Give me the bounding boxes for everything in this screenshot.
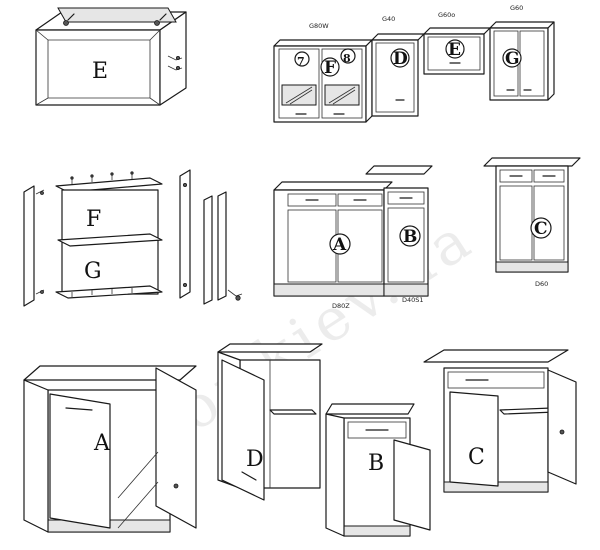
marker-e: E bbox=[448, 40, 461, 60]
model-label-d60: D60 bbox=[535, 280, 548, 288]
model-label-g60o: G60o bbox=[438, 11, 455, 19]
marker-g: G bbox=[505, 49, 520, 69]
model-label-d40s1: D40S1 bbox=[402, 296, 424, 304]
label-b-open: B bbox=[368, 451, 384, 476]
label-d-open: D bbox=[246, 447, 264, 472]
label-c-open: C bbox=[468, 445, 485, 470]
wall-cabinet-set: G80W G40 G60o G60 7 F 8 D E bbox=[273, 4, 555, 123]
model-label-g40: G40 bbox=[382, 15, 395, 23]
label-e-assembly: E bbox=[92, 59, 108, 84]
marker-a: A bbox=[332, 235, 347, 255]
open-cabinet-d: D bbox=[217, 343, 323, 501]
model-label-g80w: G80W bbox=[309, 22, 329, 30]
marker-f: F bbox=[324, 58, 336, 78]
model-label-d80z: D80Z bbox=[332, 302, 350, 310]
marker-b: B bbox=[403, 227, 417, 247]
marker-8: 8 bbox=[343, 52, 351, 65]
open-cabinet-a: A bbox=[23, 365, 197, 533]
base-cabinet-set: A D80Z B D40S1 C D60 bbox=[273, 157, 581, 310]
open-cabinet-b: B bbox=[325, 403, 431, 537]
label-g-assembly: G bbox=[84, 259, 102, 284]
wall-cabinet-e-assembly: E bbox=[35, 7, 187, 106]
label-a-open: A bbox=[93, 431, 111, 456]
marker-7: 7 bbox=[297, 55, 305, 68]
marker-c: C bbox=[534, 219, 548, 239]
open-cabinet-c: C bbox=[423, 349, 577, 493]
exploded-cabinet-assembly: F G bbox=[23, 169, 243, 307]
marker-d: D bbox=[393, 49, 408, 69]
label-f-assembly: F bbox=[86, 207, 101, 232]
model-label-g60: G60 bbox=[510, 4, 523, 12]
